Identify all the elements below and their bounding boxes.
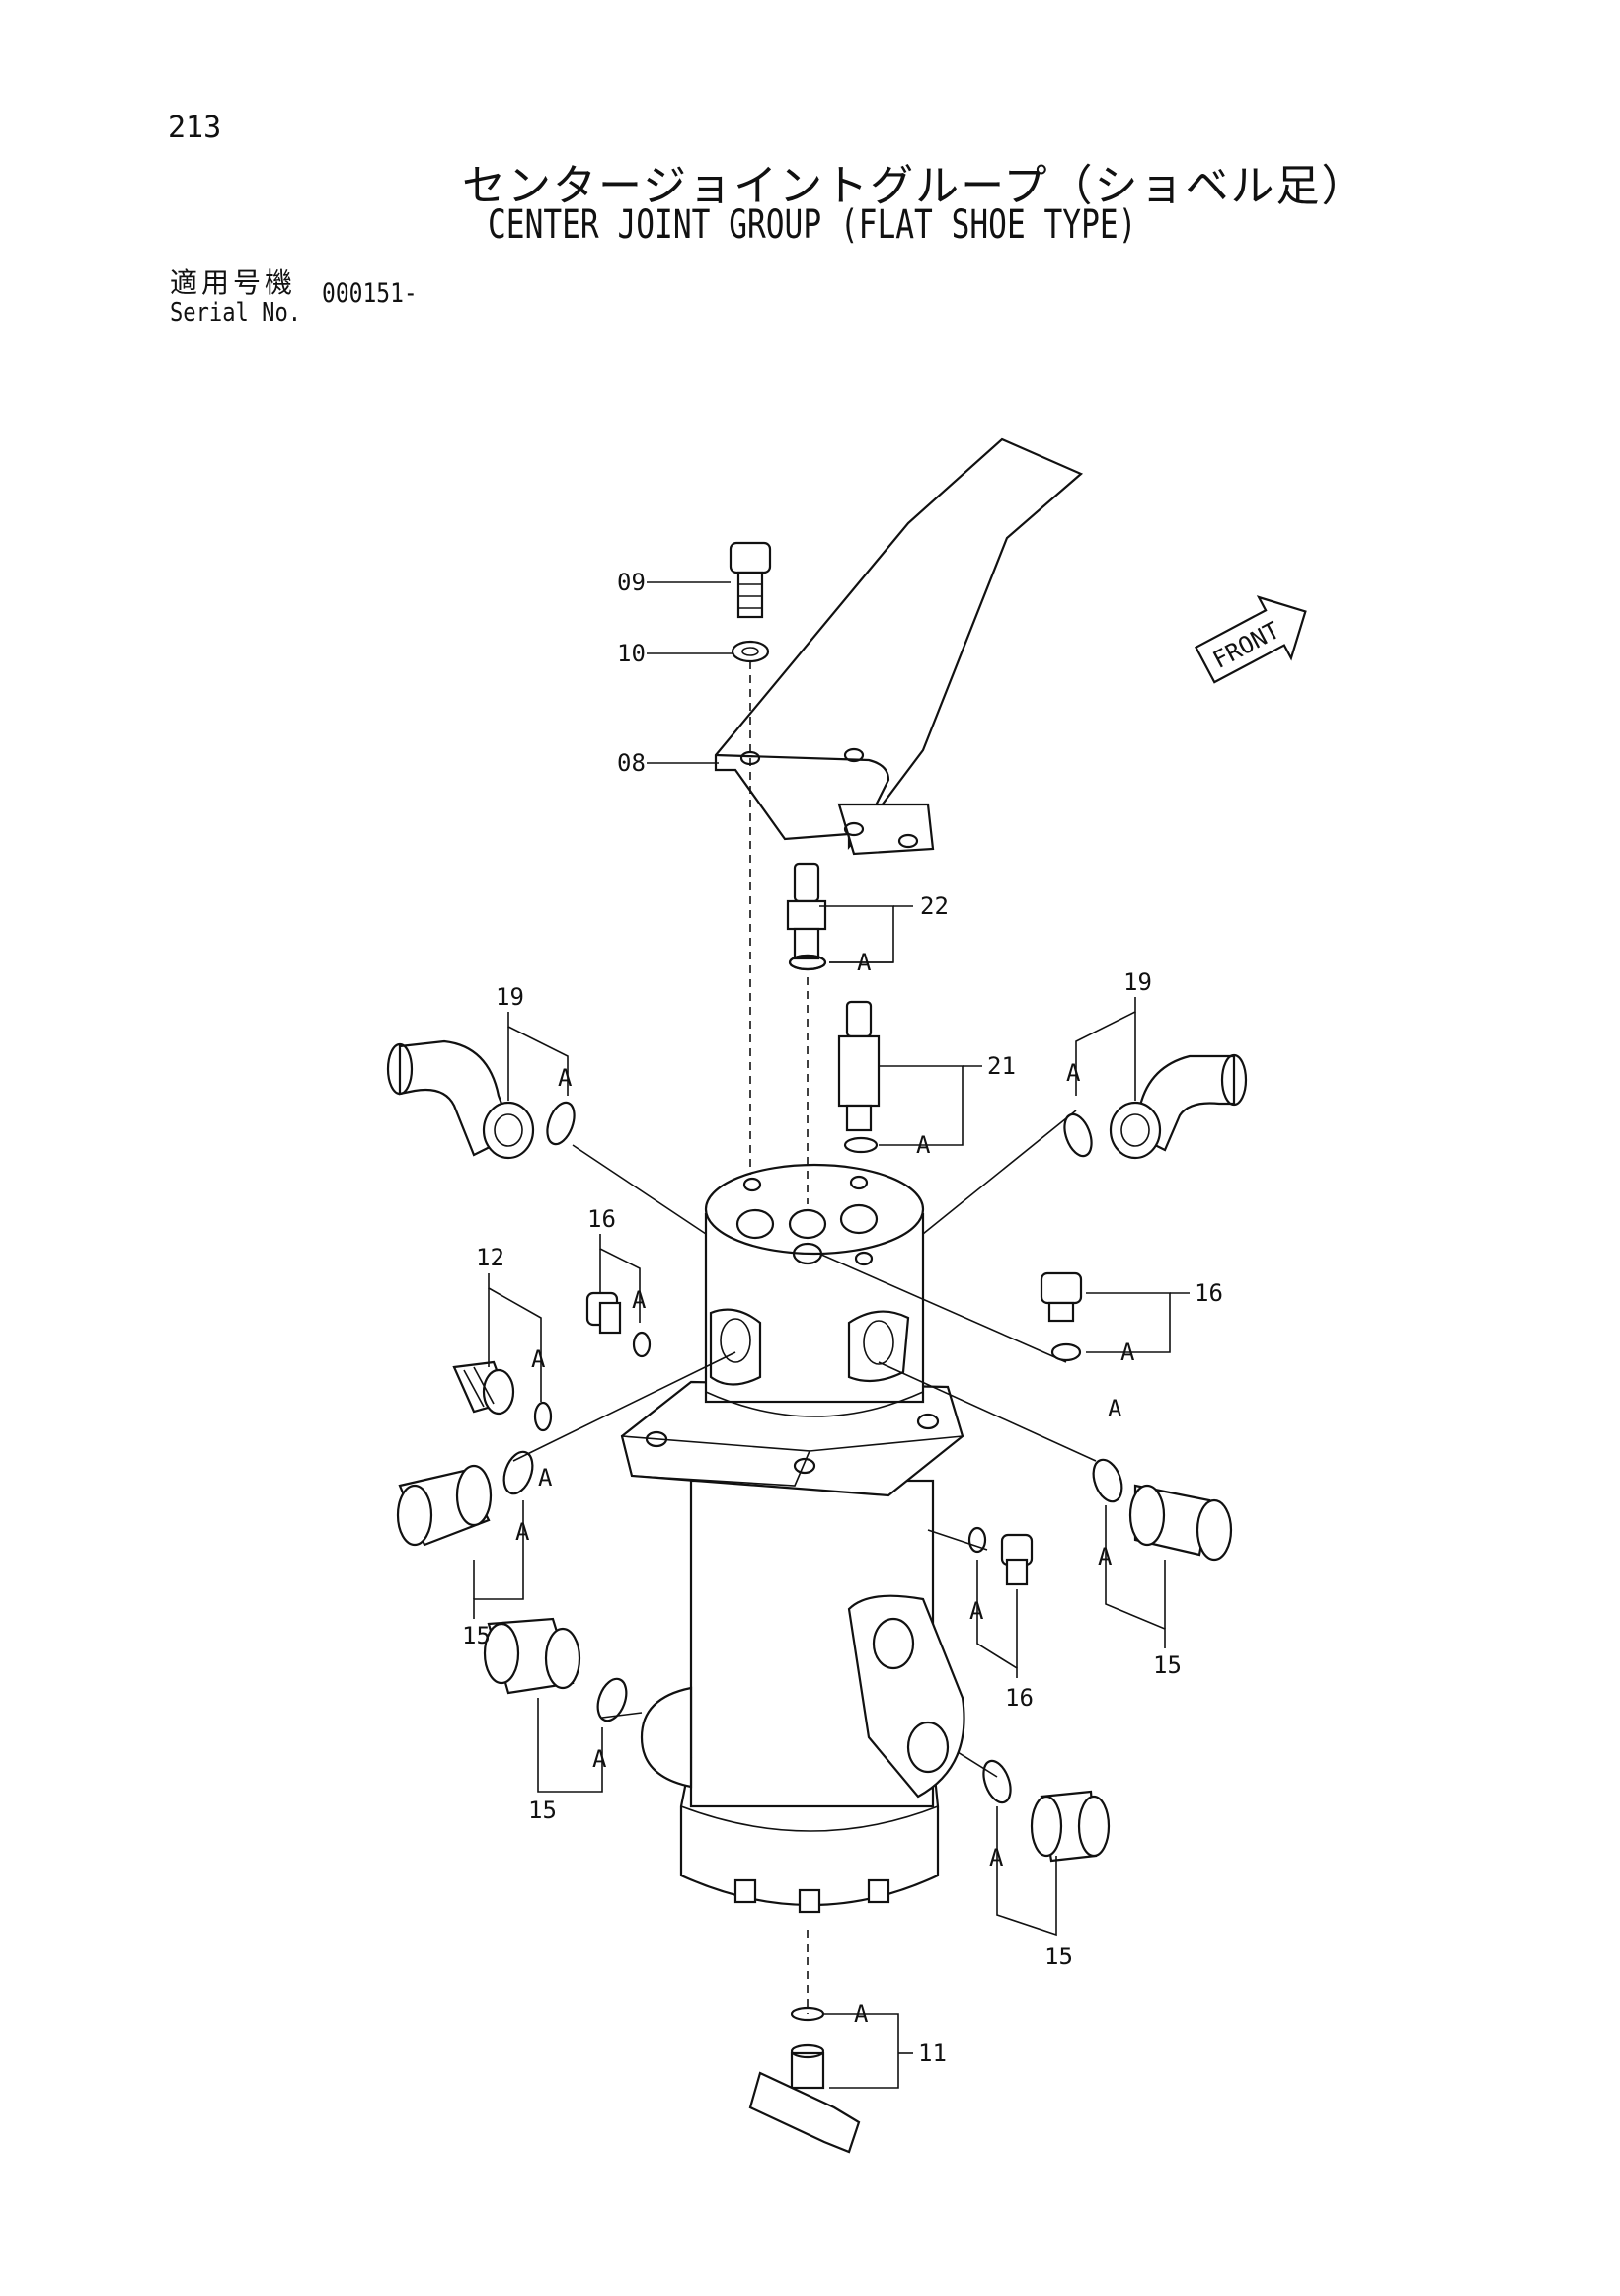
straight-fitting-left-upper	[396, 1464, 493, 1547]
callout-12: 12	[476, 1244, 504, 1271]
callout-09: 09	[617, 569, 646, 596]
o-ring	[596, 1677, 628, 1722]
plug-lower	[1000, 1533, 1034, 1586]
center-joint-body	[620, 1163, 965, 1914]
callout-21: 21	[987, 1052, 1016, 1080]
check-valve-fitting	[837, 1000, 881, 1132]
callout-16-lower: 16	[1005, 1684, 1034, 1712]
detail-mark-a: A	[854, 2000, 869, 2028]
assembly-center-lines	[512, 661, 1097, 2014]
elbow-fitting-right	[1109, 1053, 1248, 1160]
o-ring	[1050, 1342, 1082, 1362]
callout-15-left-upper: 15	[462, 1622, 491, 1649]
front-arrow-icon: FRONT	[1194, 595, 1307, 684]
o-ring	[1092, 1458, 1123, 1503]
detail-mark-a: A	[857, 949, 872, 976]
mounting-bracket	[714, 437, 1084, 856]
plug-right	[1040, 1271, 1083, 1323]
detail-mark-a: A	[1066, 1059, 1081, 1087]
callout-22: 22	[920, 892, 949, 920]
page-number: 213	[168, 111, 222, 145]
detail-mark-a: A	[916, 1131, 931, 1159]
detail-mark-a: A	[969, 1597, 984, 1625]
detail-mark-a: A	[1108, 1395, 1122, 1422]
detail-mark-a: A	[558, 1064, 573, 1092]
page-title-japanese: センタージョイントグループ（ショベル足）	[462, 161, 1367, 211]
callout-15-right-lower: 15	[1044, 1943, 1073, 1970]
callout-19-left: 19	[496, 983, 524, 1011]
plug-upper-left	[585, 1291, 622, 1335]
serial-label-english: Serial No.	[170, 298, 302, 328]
callout-15-left-lower: 15	[528, 1797, 557, 1824]
o-ring	[788, 954, 827, 971]
adapter-fitting	[786, 862, 827, 971]
bolt	[729, 541, 772, 619]
detail-mark-a: A	[1098, 1543, 1113, 1570]
o-ring	[1063, 1112, 1093, 1158]
elbow-fitting-left	[386, 1039, 535, 1160]
detail-mark-a: A	[538, 1464, 553, 1492]
o-ring	[502, 1450, 534, 1495]
callout-10: 10	[617, 640, 646, 667]
callout-08: 08	[617, 749, 646, 777]
callout-15-right-upper: 15	[1153, 1651, 1182, 1679]
serial-number-value: 000151-	[322, 278, 418, 309]
o-ring	[546, 1101, 576, 1146]
straight-fitting-left-lower	[483, 1617, 581, 1695]
detail-mark-a: A	[531, 1345, 546, 1373]
connector-fitting	[452, 1360, 515, 1416]
leader-lines	[473, 581, 1190, 2089]
o-ring	[967, 1526, 987, 1554]
callout-11: 11	[918, 2039, 947, 2067]
tee-fitting	[748, 2043, 861, 2154]
o-ring	[632, 1331, 652, 1358]
washer	[731, 640, 770, 663]
callout-16-right: 16	[1195, 1279, 1223, 1307]
detail-mark-a: A	[989, 1844, 1004, 1872]
page-title-english: CENTER JOINT GROUP (FLAT SHOE TYPE)	[488, 202, 1137, 248]
straight-fitting-right-upper	[1128, 1484, 1233, 1562]
o-ring	[790, 2006, 825, 2022]
detail-mark-a: A	[1120, 1339, 1135, 1366]
detail-mark-a: A	[515, 1518, 530, 1546]
callout-16-upper: 16	[587, 1205, 616, 1233]
detail-mark-a: A	[592, 1745, 607, 1773]
detail-mark-a: A	[632, 1286, 647, 1314]
o-ring	[982, 1759, 1012, 1804]
serial-label-japanese: 適用号機	[170, 267, 297, 299]
o-ring	[533, 1401, 553, 1432]
o-ring	[843, 1136, 879, 1154]
callout-19-right: 19	[1123, 968, 1152, 996]
straight-fitting-right-lower	[1030, 1790, 1111, 1863]
